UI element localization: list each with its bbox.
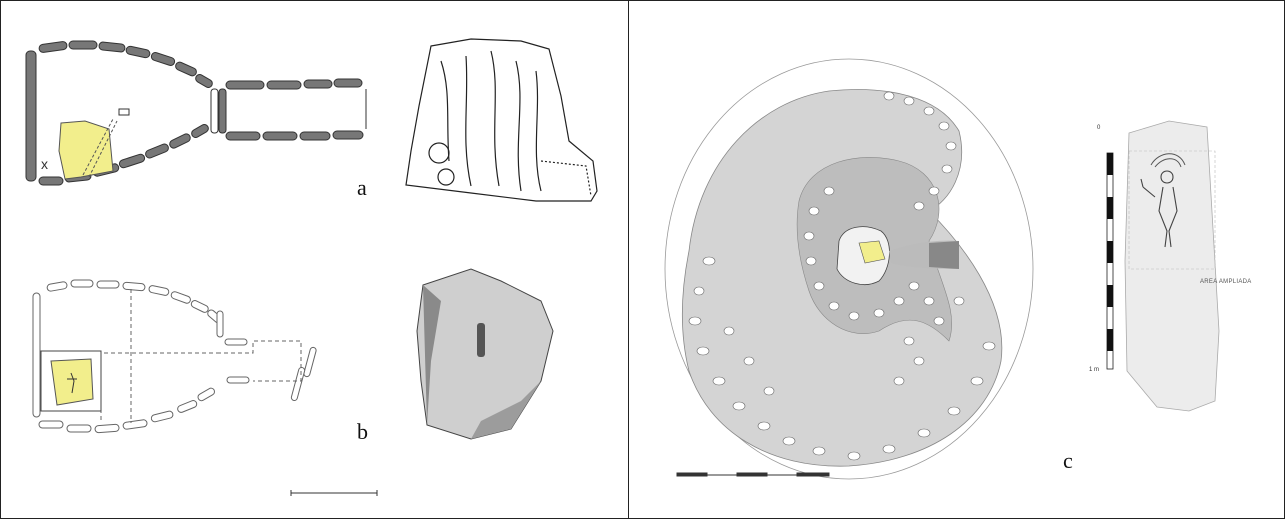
stela-a-drawing [405,38,598,202]
stela-c-enlarged-area [1128,150,1216,270]
plan-b-stone [148,285,170,296]
plan-a-fallen-stone [82,118,114,176]
stela-c-anthropomorph [1140,170,1178,248]
plan-a-fallen-stone [88,120,118,178]
plan-a-stone [145,143,169,159]
plan-b-stone [216,310,224,338]
plan-a-stone [333,78,363,88]
plan-a-small-stone [118,108,130,116]
plan-b-dashed-lines [41,289,302,423]
plan-a-stone [195,74,213,88]
panel-label-a: a [357,175,367,200]
rod-label-bottom: 1 m [1089,367,1100,373]
plan-a-stone [299,131,331,141]
stela-a-engraving [465,55,472,187]
plan-a-stone [175,61,197,77]
panel-divider [628,0,629,519]
plan-b-stone [46,281,68,292]
plan-b-stone [177,400,198,413]
plan-a-stone [38,41,68,53]
stela-a-engraving [440,60,450,162]
plan-b-stone [122,419,148,430]
plan-a-stone [68,40,98,50]
stela-a-engraving [515,60,522,192]
plan-a: x [25,40,367,186]
plan-a-stone [150,52,176,66]
plan-b-stone [96,280,120,289]
plan-b-stone [224,338,248,346]
plan-b-stone [32,292,41,418]
stela-c-engraving [1154,158,1182,168]
plan-b-stone [150,410,174,423]
plan-b-stone [38,420,64,429]
plan-b-engraving-mark [67,372,77,394]
stela-a-outline [405,38,598,202]
stela-b-shadow [423,285,441,425]
stela-area-label: AREA AMPLIADA [1200,279,1252,285]
plan-a-stone [191,124,209,138]
panel-right: 0 1 m AREA AMPLIADA c [629,1,1284,518]
plan-b-stone [197,387,216,402]
plan-b-highlighted-stela [50,358,94,406]
stela-a-engraving [490,50,500,187]
mound-plan [681,89,1003,467]
plan-a-stone [262,131,298,141]
plan-a-stone [169,133,191,149]
stela-a-engraving [437,168,455,186]
plan-a-stone [38,176,64,186]
plan-b-stone [226,376,250,384]
plan-a-stone [332,130,364,140]
right-panel-drawings [664,58,1220,480]
plan-b-stone [66,424,92,433]
stela-c-drawing [1106,120,1220,412]
plan-b-stone [70,279,94,288]
stela-c-outline [1124,120,1220,412]
rod-label-top: 0 [1097,125,1101,131]
plan-a-stone [125,45,151,59]
plan-a-stone [210,88,219,134]
left-scale-bar [290,490,378,496]
panel-left: x [1,1,628,518]
plan-a-highlighted-stela [58,120,114,180]
panel-label-c: c [1063,448,1073,473]
left-panel-drawings: x [25,38,598,496]
plan-b-stone [122,281,146,292]
stela-a-engraving [428,142,450,164]
plan-a-stone [118,153,146,169]
plan-a-cross-mark: x [41,156,48,172]
plan-b-stone [303,346,317,378]
mound-outer-circle [664,58,1034,480]
plan-b-stone [94,423,120,434]
plan-b-stone [170,291,191,304]
plan-a-stone [266,80,302,90]
right-scale-bar [676,472,830,477]
chamber-highlighted-stela [858,240,886,264]
plan-a-stone [25,50,37,182]
plan-a-stone [218,88,227,134]
plan-b-stone [190,300,209,313]
plan-a-stone [98,41,126,53]
mound-stones [688,91,996,461]
corridor-shadow [929,241,959,269]
plan-b [32,279,317,434]
stela-c-engraving [1150,153,1186,166]
plan-b-stone [290,366,306,402]
plan-a-stone [303,79,333,89]
stela-b-shadow [471,381,541,439]
stela-a-hatching [540,160,592,197]
plan-a-stone [225,80,265,90]
stela-b-drawing [416,268,554,440]
panel-label-b: b [357,419,368,444]
stela-a-engraving [535,70,542,192]
plan-a-stone [225,131,261,141]
stela-b-engraving [477,323,485,357]
